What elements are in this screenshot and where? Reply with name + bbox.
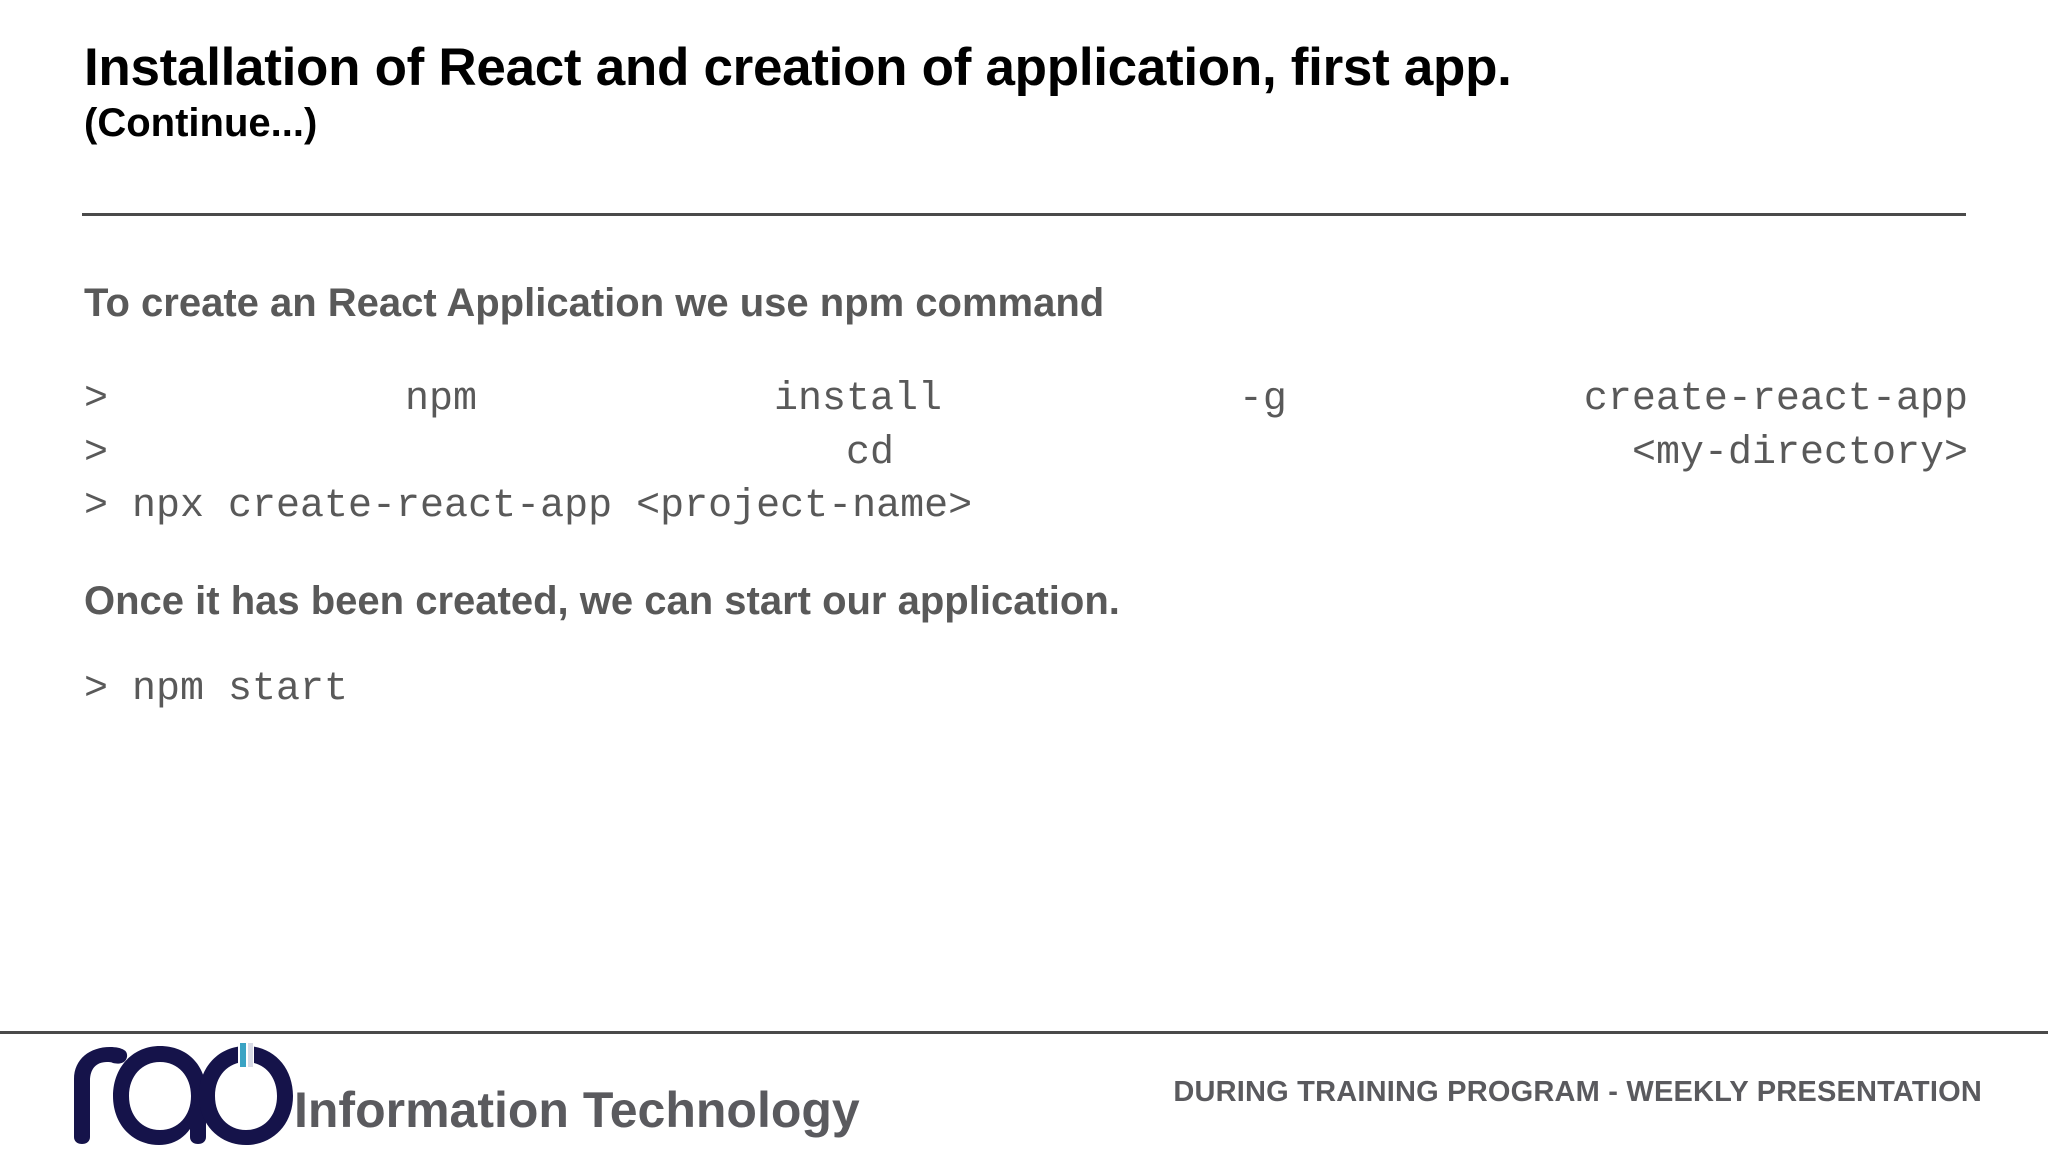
- page-subtitle: (Continue...): [84, 100, 318, 145]
- brand-name: Information Technology: [294, 1082, 860, 1138]
- spacer: [84, 534, 1968, 578]
- command-token: cd: [845, 430, 894, 476]
- brand-lockup: Information Technology: [66, 1041, 860, 1145]
- command-line: > npx create-react-app <project-name>: [84, 484, 973, 530]
- footer-note: DURING TRAINING PROGRAM - WEEKLY PRESENT…: [1173, 1076, 1982, 1108]
- intro-paragraph: To create an React Application we use np…: [84, 281, 1105, 325]
- title-block: Installation of React and creation of ap…: [84, 38, 1968, 146]
- second-paragraph: Once it has been created, we can start o…: [84, 578, 1120, 623]
- slide-body: To create an React Application we use np…: [84, 280, 1968, 717]
- command-line: > cd <my-directory>: [84, 427, 1968, 481]
- command-token: npm: [404, 377, 477, 423]
- command-block-install: > npm install -g create-react-app > cd <my-dir…: [84, 373, 1968, 534]
- spacer: [84, 625, 1968, 663]
- rao-logo-icon: [66, 1041, 294, 1145]
- command-token: <my-directory>: [1631, 430, 1968, 476]
- command-line: > npm install -g create-react-app: [84, 373, 1968, 427]
- command-block-start: > npm start: [84, 663, 1968, 717]
- command-token: >: [84, 430, 109, 476]
- spacer: [84, 327, 1968, 373]
- command-token: install: [773, 377, 942, 423]
- command-token: create-react-app: [1583, 377, 1968, 423]
- command-token: -g: [1238, 377, 1287, 423]
- title-divider: [82, 213, 1966, 216]
- page-title: Installation of React and creation of ap…: [84, 38, 1512, 97]
- command-token: >: [84, 377, 109, 423]
- footer-divider: [0, 1031, 2048, 1034]
- command-line: > npm start: [84, 667, 349, 713]
